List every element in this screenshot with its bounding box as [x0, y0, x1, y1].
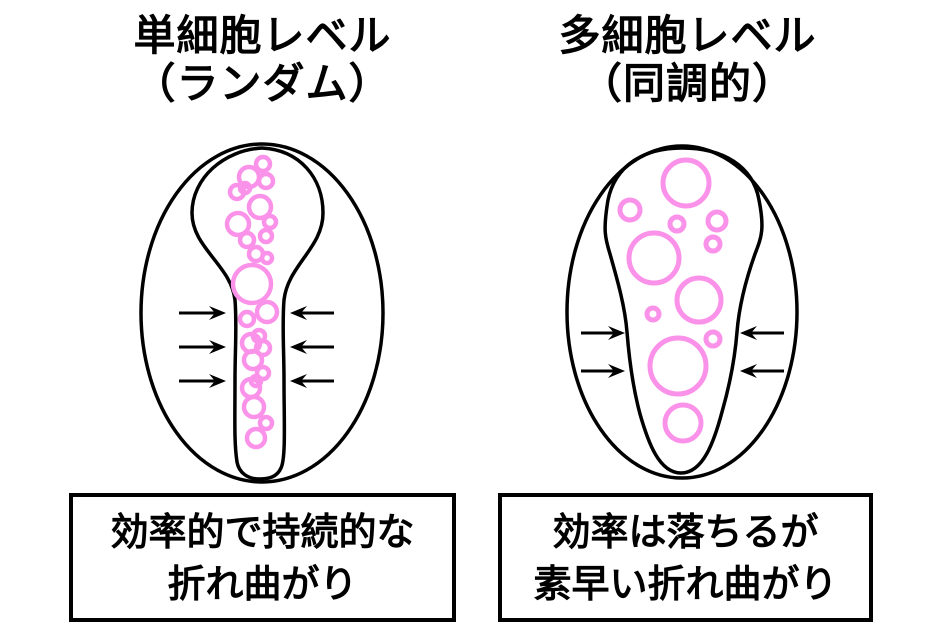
title-line-1: 多細胞レベル — [558, 11, 817, 60]
cell-ring — [705, 209, 729, 233]
cell-ring — [230, 262, 274, 306]
force-arrow-head — [608, 364, 625, 378]
cell-ring — [241, 394, 267, 420]
cell-ring — [256, 171, 276, 191]
panel-title-multicellular: 多細胞レベル （同調的） — [500, 12, 875, 108]
cell-ring — [246, 193, 274, 221]
caption-line-1: 効率は落ちるが — [552, 509, 819, 554]
cell-ring — [703, 234, 723, 254]
force-arrow-head — [740, 364, 757, 378]
cell-ring — [237, 309, 257, 329]
cell-ring — [703, 329, 723, 349]
caption-line-2: 折れ曲がり — [167, 561, 358, 606]
caption-line-2: 素早い折れ曲がり — [533, 561, 838, 606]
force-arrow-head — [209, 374, 226, 388]
cell-ring — [674, 275, 724, 325]
cell-ring — [237, 180, 253, 196]
title-line-2: （同調的） — [579, 59, 795, 108]
cell-ring — [257, 227, 275, 245]
force-arrow-head — [290, 374, 307, 388]
cell-ring — [224, 210, 252, 238]
embryo-outline — [139, 142, 385, 484]
panel-title-single-cell: 単細胞レベル （ランダム） — [60, 12, 465, 108]
title-line-1: 単細胞レベル — [133, 11, 392, 60]
force-arrow-head — [290, 306, 307, 320]
cell-ring — [662, 402, 704, 444]
embryo-diagram-single-cell — [139, 142, 385, 484]
caption-box-multicellular: 効率は落ちるが 素早い折れ曲がり — [498, 493, 873, 622]
cell-ring — [253, 154, 273, 174]
force-arrow-head — [290, 340, 307, 354]
cell-ring — [261, 213, 279, 231]
cell-ring — [254, 299, 280, 325]
caption-box-single-cell: 効率的で持続的な 折れ曲がり — [69, 493, 456, 622]
cell-ring — [617, 197, 643, 223]
cell-ring — [237, 230, 257, 250]
force-arrow-head — [740, 326, 757, 340]
force-arrow-head — [608, 326, 625, 340]
cell-ring — [241, 348, 265, 372]
cell-ring — [667, 214, 687, 234]
cell-ring — [254, 364, 272, 382]
cell-ring — [626, 230, 682, 286]
force-arrow-head — [209, 306, 226, 320]
cell-ring — [647, 335, 709, 397]
inner-tissue-contour — [603, 146, 764, 475]
caption-line-1: 効率的で持続的な — [110, 509, 415, 554]
embryo-outline — [565, 144, 799, 480]
inner-tissue-contour — [190, 146, 325, 481]
cell-ring — [257, 414, 275, 432]
cell-ring — [644, 305, 662, 323]
cell-ring — [244, 426, 268, 450]
cell-ring — [259, 250, 275, 266]
title-line-2: （ランダム） — [133, 59, 392, 108]
cell-ring — [660, 157, 712, 209]
force-arrow-head — [209, 340, 226, 354]
embryo-diagram-multicellular — [565, 144, 799, 480]
